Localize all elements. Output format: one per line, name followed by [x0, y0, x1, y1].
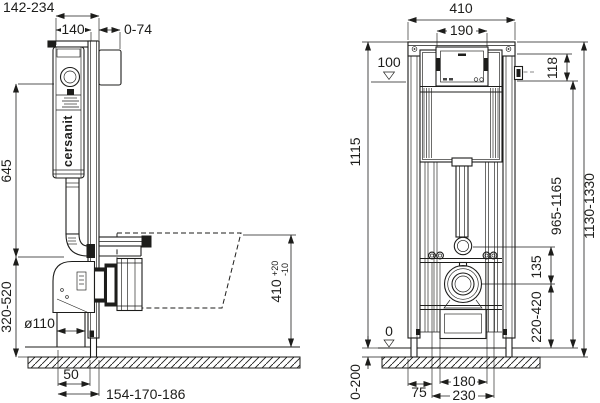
stud-holes: [428, 251, 498, 260]
dim-frame-width: 410: [449, 0, 473, 16]
level-mark-100: 100: [371, 54, 406, 83]
dim-top-height: 645: [0, 159, 14, 183]
flush-access-panel: [435, 46, 489, 87]
front-view-dimensions: 410 190 1115 0-200 118 965-1165: [347, 0, 597, 403]
dim-outlet-range: 220-420: [528, 291, 544, 343]
dim-total-range: 1130-1330: [581, 173, 597, 239]
dim-depth-total: 142-234: [3, 0, 55, 15]
drain-elbow: [52, 260, 96, 347]
dim-foot-depth: 50: [63, 366, 79, 382]
panel-clip-right: [484, 58, 488, 71]
drain-coupling: [93, 257, 143, 312]
dim-flush-range: 965-1165: [548, 177, 564, 235]
dim-axis-range: 154-170-186: [106, 386, 186, 402]
dim-panel-height: 118: [544, 57, 560, 80]
screw-icon: [411, 46, 418, 52]
dim-bowl-tol-down: -10: [280, 263, 290, 276]
flush-pipe-front: [451, 157, 473, 238]
dim-bowl-height-group: 410 +20 -10: [268, 261, 290, 303]
side-view: cersanit: [0, 0, 301, 402]
front-view: 100 0 410 190 1115 0-200: [347, 0, 597, 403]
dim-level-zero: 0: [385, 323, 393, 339]
rail-clip: [89, 330, 94, 337]
wall-bracket: [98, 49, 122, 86]
dim-frame-height: 1115: [347, 137, 363, 166]
dim-stud-inner: 180: [452, 373, 476, 389]
level-mark-0: 0: [383, 323, 395, 348]
flush-pipe-horizontal: [86, 244, 142, 258]
cistern-side: cersanit: [52, 46, 85, 179]
dim-bowl-height: 410: [268, 279, 284, 303]
level-triangle-icon: [383, 339, 395, 348]
dim-wall-gap: 0-74: [124, 21, 152, 37]
dim-bowl-tol-up: +20: [270, 261, 280, 276]
dim-stud-edge: 75: [411, 384, 427, 400]
panel-clip-left: [436, 58, 440, 71]
dim-cistern-depth: 140: [61, 21, 85, 37]
water-inlet-fitting: [513, 65, 524, 81]
dim-floor-range: 0-200: [347, 364, 363, 400]
floor-hatch-front: [381, 356, 541, 369]
flush-connector-circle: [453, 236, 473, 256]
dim-level-top: 100: [377, 54, 401, 70]
side-view-dimensions: 142-234 140 0-74 645 320-520 ø110 50: [0, 0, 296, 402]
flush-pipe-side: [65, 177, 89, 257]
dim-panel-width: 190: [450, 22, 474, 38]
inner-rails: [424, 162, 498, 332]
rail-foot: [89, 337, 98, 358]
outlet-holder: [439, 308, 487, 340]
level-triangle-icon: [382, 71, 396, 81]
screw-icon: [505, 46, 512, 52]
dim-stud-outer: 230: [452, 387, 476, 403]
dim-drain-diameter: ø110: [24, 315, 55, 331]
fill-valve-knob: [59, 66, 81, 88]
floor-hatch: [27, 356, 301, 369]
brand-logo-text: cersanit: [61, 115, 75, 167]
dim-outlet-height: 320-520: [0, 281, 14, 333]
top-plate-anchor: [48, 41, 56, 47]
dim-offset-135: 135: [528, 255, 544, 279]
drain-outlet-circle: [443, 261, 483, 309]
